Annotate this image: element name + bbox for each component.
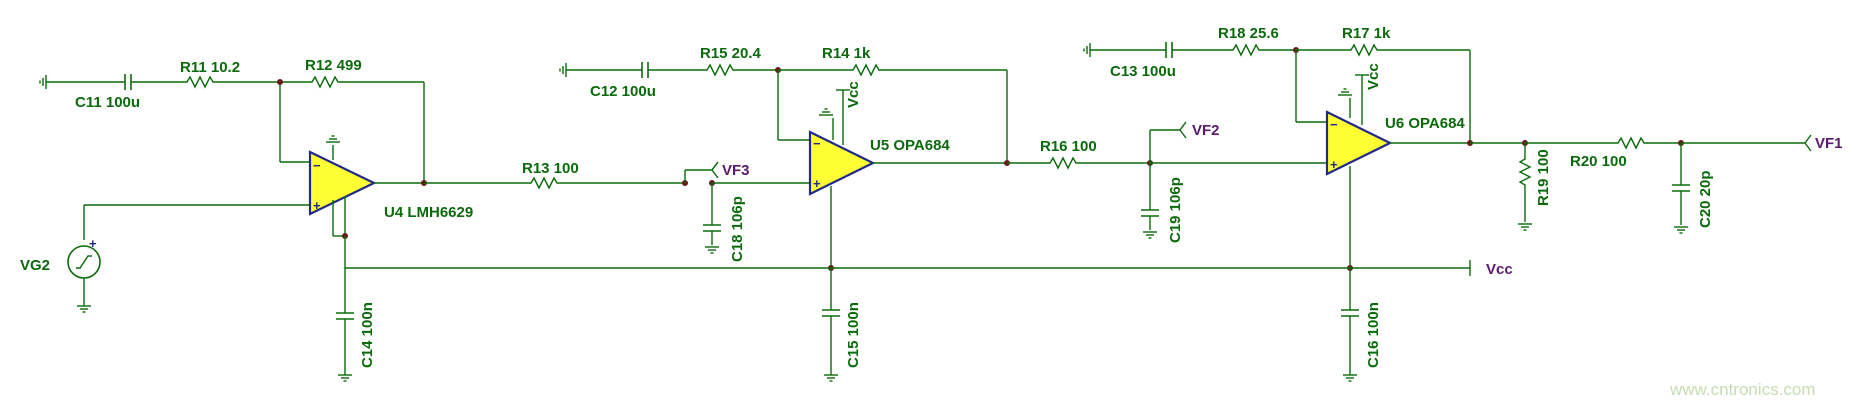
ground-icon: [325, 135, 341, 143]
opamp-u6: [1325, 110, 1393, 176]
ground-icon: [1517, 223, 1533, 231]
label-r17: R17 1k: [1342, 25, 1391, 42]
pin-plus: +: [813, 176, 821, 191]
stage-u5: − +: [559, 61, 1010, 382]
stage-u4: − + +: [39, 73, 427, 382]
capacitor-c12: [641, 61, 649, 79]
label-c16: C16 100n: [1365, 302, 1382, 368]
ground-icon: [559, 62, 567, 78]
label-vcc-u5: Vcc: [845, 81, 862, 108]
resistor-r17: [1343, 44, 1385, 56]
ground-icon: [1342, 374, 1358, 382]
pin-plus: +: [313, 198, 321, 213]
pin-minus: −: [813, 136, 821, 151]
label-c14: C14 100n: [359, 302, 376, 368]
resistor-r11: [179, 76, 221, 88]
resistor-r16: [1042, 157, 1084, 169]
resistor-r14: [845, 64, 887, 76]
pin-plus: +: [1330, 157, 1338, 172]
ground-icon: [1337, 88, 1353, 96]
label-r13: R13 100: [522, 160, 579, 177]
stage-r13: [424, 161, 810, 254]
label-vcc-u6: Vcc: [1365, 63, 1382, 90]
vcc-rail: [345, 260, 1471, 276]
resistor-r20: [1610, 137, 1652, 149]
opamp-u5: [808, 130, 876, 196]
label-r11: R11 10.2: [180, 59, 240, 76]
label-r14: R14 1k: [822, 45, 871, 62]
pin-minus: −: [1330, 117, 1338, 132]
stage-output: [1470, 134, 1812, 234]
label-u4: U4 LMH6629: [384, 204, 473, 221]
capacitor-c13: [1165, 41, 1173, 59]
label-c19: C19 106p: [1167, 177, 1184, 243]
net-vf3: VF3: [722, 162, 750, 179]
opamp-u4: [308, 150, 377, 216]
label-r12: R12 499: [305, 57, 362, 74]
label-r15: R15 20.4: [700, 45, 762, 62]
label-r20: R20 100: [1570, 153, 1627, 170]
resistor-r18: [1225, 44, 1267, 56]
label-r16: R16 100: [1040, 138, 1097, 155]
capacitor-c11: [124, 73, 132, 91]
labels: C11 100u R11 10.2 R12 499 U4 LMH6629 VG2…: [20, 25, 1843, 399]
resistor-r12: [304, 76, 346, 88]
svg-text:+: +: [89, 236, 97, 251]
capacitor-c16: [1340, 309, 1360, 317]
ground-icon: [818, 108, 834, 116]
stage-r16: [1007, 121, 1327, 239]
ground-icon: [704, 246, 720, 254]
label-c15: C15 100n: [845, 302, 862, 368]
label-c11: C11 100u: [75, 94, 140, 111]
ground-icon: [76, 305, 92, 313]
label-c13: C13 100u: [1110, 63, 1176, 80]
ground-icon: [1673, 226, 1689, 234]
label-r18: R18 25.6: [1218, 25, 1279, 42]
capacitor-c14: [335, 312, 355, 320]
resistor-r15: [699, 64, 741, 76]
capacitor-c18: [702, 224, 722, 232]
ground-icon: [337, 374, 353, 382]
label-c20: C20 20p: [1697, 170, 1714, 228]
capacitor-c20: [1671, 184, 1691, 192]
net-vf1: VF1: [1815, 135, 1843, 152]
net-vcc: Vcc: [1486, 261, 1513, 278]
resistor-r13: [523, 177, 565, 189]
watermark: www.cntronics.com: [1669, 380, 1815, 399]
net-vf2: VF2: [1192, 122, 1220, 139]
ground-icon: [823, 374, 839, 382]
label-c12: C12 100u: [590, 83, 656, 100]
capacitor-c15: [821, 309, 841, 317]
ground-icon: [1142, 231, 1158, 239]
pin-minus: −: [313, 158, 321, 173]
ground-icon: [1083, 42, 1091, 58]
capacitor-c19: [1140, 209, 1160, 217]
label-vg2: VG2: [20, 257, 50, 274]
label-r19: R19 100: [1535, 149, 1552, 206]
stage-u6: − +: [1083, 41, 1473, 382]
label-c18: C18 106p: [729, 196, 746, 262]
label-u6: U6 OPA684: [1385, 115, 1465, 132]
label-u5: U5 OPA684: [870, 137, 950, 154]
resistor-r19: [1519, 151, 1531, 193]
ground-icon: [39, 74, 47, 90]
